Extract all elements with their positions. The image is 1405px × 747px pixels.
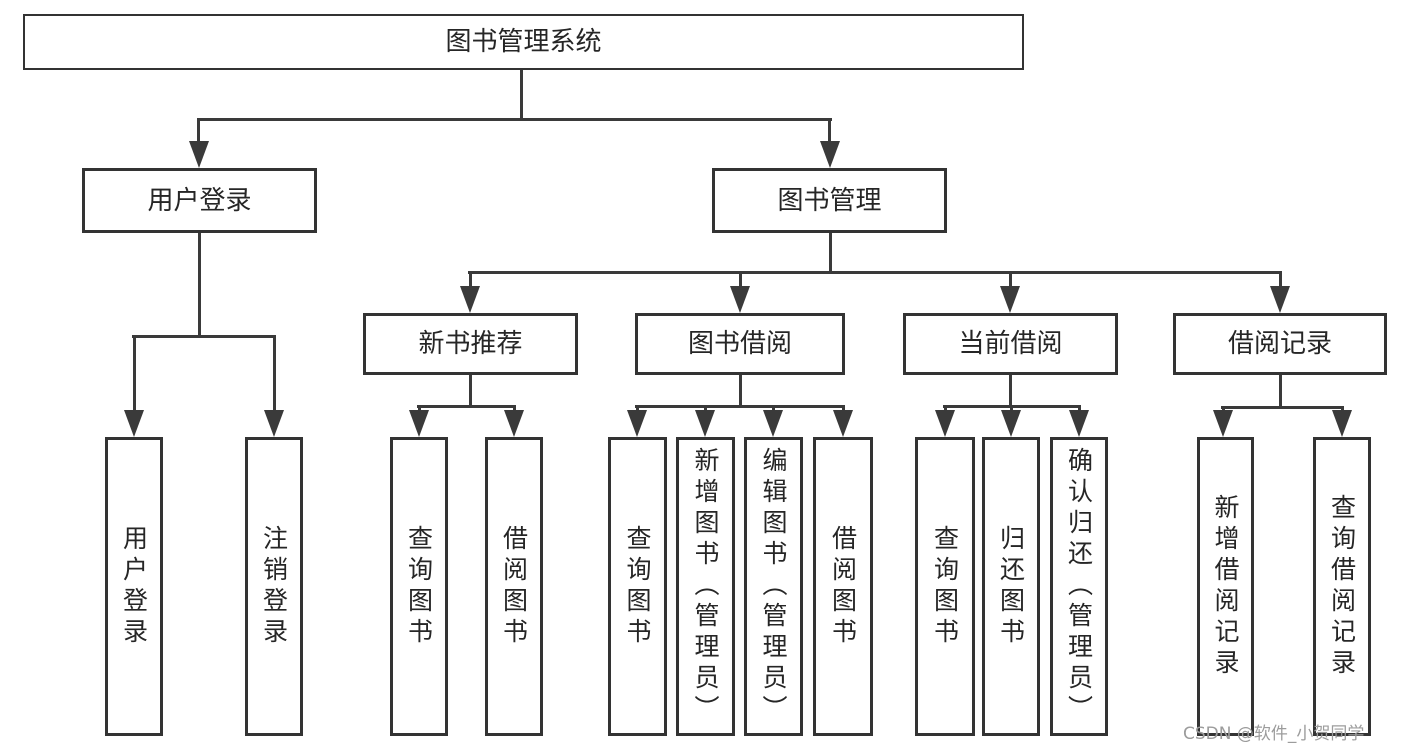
leaf-logout: 注销登录 — [245, 437, 303, 736]
arrowhead-down-icon — [730, 286, 750, 313]
leaf-bb-edit-books: 编辑图书（管理员） — [744, 437, 803, 736]
arrowhead-down-icon — [189, 141, 209, 168]
connector-to-book-mgmt — [828, 118, 831, 144]
leaf-cb-return-books-label: 归还图书 — [996, 524, 1026, 649]
connector-to-bb-edit — [772, 405, 775, 413]
arrowhead-down-icon — [935, 410, 955, 437]
leaf-rec-borrow-books-label: 借阅图书 — [499, 524, 529, 649]
arrowhead-down-icon — [1270, 286, 1290, 313]
connector-to-br-add — [1222, 406, 1225, 413]
arrowhead-down-icon — [1213, 410, 1233, 437]
node-book-mgmt-label: 图书管理 — [777, 185, 882, 216]
node-current-borrow: 当前借阅 — [903, 313, 1118, 375]
node-root: 图书管理系统 — [23, 14, 1024, 70]
node-book-mgmt: 图书管理 — [712, 168, 947, 233]
connector-rec-rail — [417, 405, 516, 408]
connector-login-rail — [132, 335, 276, 338]
arrowhead-down-icon — [1332, 410, 1352, 437]
connector-bb-stem — [739, 375, 742, 406]
connector-bb-rail — [635, 405, 844, 408]
connector-mgmt-rail — [468, 271, 1282, 274]
leaf-bb-edit-books-label: 编辑图书（管理员） — [759, 447, 788, 726]
node-new-book-rec: 新书推荐 — [363, 313, 578, 375]
arrowhead-down-icon — [409, 410, 429, 437]
leaf-bb-query-books-label: 查询图书 — [623, 524, 652, 649]
leaf-bb-borrow-books-label: 借阅图书 — [828, 524, 858, 649]
node-new-book-rec-label: 新书推荐 — [418, 329, 523, 359]
leaf-br-query-record-label: 查询借阅记录 — [1327, 493, 1357, 680]
connector-to-new-book-rec — [469, 271, 472, 289]
leaf-cb-confirm-return-label: 确认归还（管理员） — [1064, 447, 1094, 726]
leaf-cb-confirm-return: 确认归还（管理员） — [1050, 437, 1108, 736]
connector-to-bb-add — [704, 405, 707, 413]
connector-to-rec-query — [418, 405, 421, 413]
node-user-login-label: 用户登录 — [147, 185, 252, 216]
arrowhead-down-icon — [763, 410, 783, 437]
arrowhead-down-icon — [627, 410, 647, 437]
connector-to-cb-confirm — [1078, 405, 1081, 413]
connector-br-rail — [1221, 406, 1343, 409]
node-book-borrow: 图书借阅 — [635, 313, 845, 375]
leaf-br-query-record: 查询借阅记录 — [1313, 437, 1371, 736]
arrowhead-down-icon — [820, 141, 840, 168]
leaf-logout-label: 注销登录 — [259, 524, 289, 649]
connector-to-cb-return — [1010, 405, 1013, 413]
connector-rec-stem — [469, 375, 472, 406]
arrowhead-down-icon — [833, 410, 853, 437]
node-borrow-records-label: 借阅记录 — [1227, 329, 1332, 359]
arrowhead-down-icon — [504, 410, 524, 437]
connector-to-leaf-user-login — [133, 335, 136, 413]
connector-to-bb-query — [636, 405, 639, 413]
connector-to-current-borrow — [1009, 271, 1012, 289]
leaf-br-add-record: 新增借阅记录 — [1197, 437, 1254, 736]
connector-root-rail — [197, 118, 832, 121]
node-borrow-records: 借阅记录 — [1173, 313, 1387, 375]
arrowhead-down-icon — [460, 286, 480, 313]
connector-to-rec-borrow — [513, 405, 516, 413]
arrowhead-down-icon — [1000, 286, 1020, 313]
leaf-bb-add-books: 新增图书（管理员） — [676, 437, 735, 736]
leaf-user-login: 用户登录 — [105, 437, 163, 736]
node-root-label: 图书管理系统 — [445, 27, 602, 57]
connector-br-stem — [1279, 375, 1282, 407]
leaf-cb-query-books: 查询图书 — [915, 437, 975, 736]
connector-root-stem — [520, 70, 523, 119]
node-user-login: 用户登录 — [82, 168, 317, 233]
connector-mgmt-stem — [829, 232, 832, 272]
connector-to-leaf-logout — [273, 335, 276, 413]
arrowhead-down-icon — [1001, 410, 1021, 437]
leaf-rec-query-books: 查询图书 — [390, 437, 448, 736]
connector-to-bb-borrow — [842, 405, 845, 413]
watermark: CSDN @软件_小贺同学 — [1183, 724, 1365, 744]
node-current-borrow-label: 当前借阅 — [958, 329, 1063, 359]
connector-to-book-borrow — [739, 271, 742, 289]
leaf-bb-add-books-label: 新增图书（管理员） — [691, 447, 720, 726]
node-book-borrow-label: 图书借阅 — [687, 329, 792, 359]
arrowhead-down-icon — [264, 410, 284, 437]
leaf-bb-borrow-books: 借阅图书 — [813, 437, 873, 736]
connector-to-cb-query — [944, 405, 947, 413]
arrowhead-down-icon — [1069, 410, 1089, 437]
arrowhead-down-icon — [695, 410, 715, 437]
leaf-rec-query-books-label: 查询图书 — [404, 524, 434, 649]
connector-login-stem — [198, 232, 201, 336]
leaf-cb-query-books-label: 查询图书 — [930, 524, 960, 649]
leaf-br-add-record-label: 新增借阅记录 — [1211, 493, 1240, 680]
leaf-user-login-label: 用户登录 — [119, 524, 149, 649]
arrowhead-down-icon — [124, 410, 144, 437]
connector-cb-stem — [1009, 375, 1012, 406]
connector-to-br-query — [1341, 406, 1344, 413]
leaf-rec-borrow-books: 借阅图书 — [485, 437, 543, 736]
connector-to-borrow-records — [1279, 271, 1282, 289]
leaf-cb-return-books: 归还图书 — [982, 437, 1040, 736]
connector-to-user-login — [197, 118, 200, 144]
leaf-bb-query-books: 查询图书 — [608, 437, 667, 736]
